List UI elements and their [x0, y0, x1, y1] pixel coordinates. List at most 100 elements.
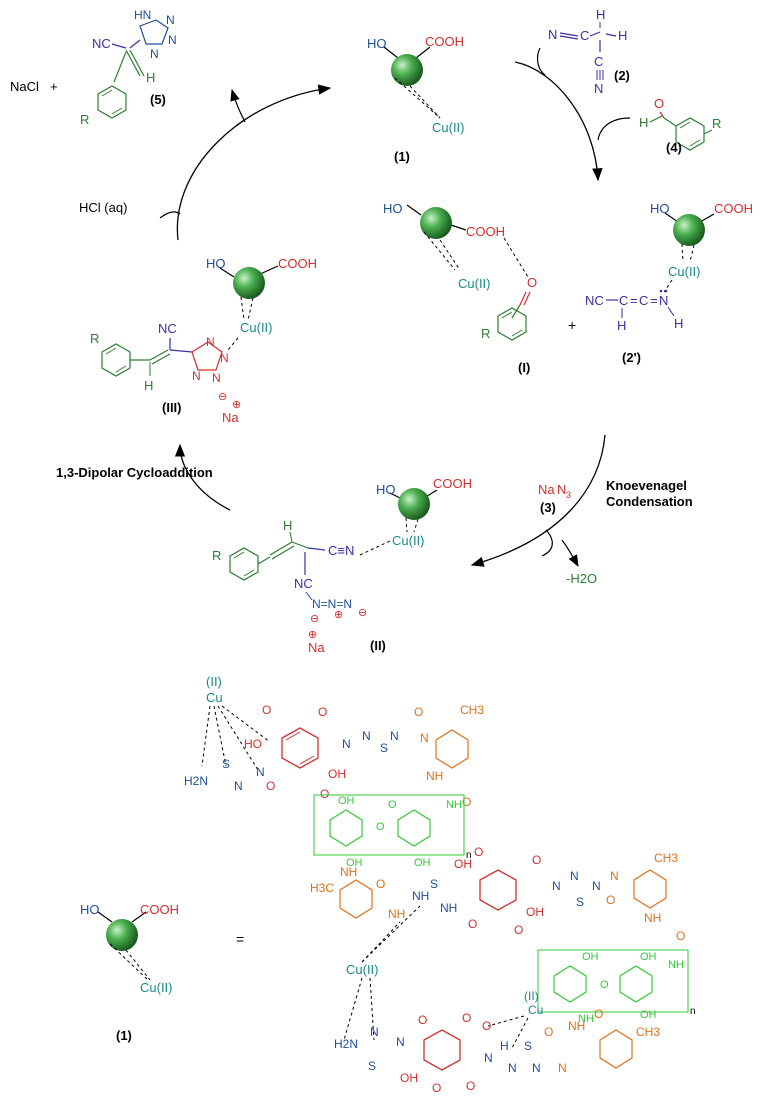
struct-n-8: N — [570, 869, 579, 883]
catalyst-sphere-I — [420, 207, 452, 239]
struct-o-9: O — [532, 853, 541, 867]
struct-n-11: N — [370, 1025, 379, 1039]
struct-s-4: S — [576, 895, 584, 909]
aldehyde-4-label: (4) — [666, 140, 682, 155]
struct-o-7: O — [376, 877, 385, 891]
arrow-to-catalyst — [176, 84, 332, 241]
intII-h: H — [283, 518, 292, 533]
struct-chit-oh-6: OH — [640, 1009, 657, 1021]
azide-na: Na — [538, 482, 555, 497]
intI-r: R — [481, 326, 490, 341]
struct-h-1: H — [500, 1039, 509, 1053]
azide-subscript: 3 — [566, 490, 571, 500]
intI-o: O — [527, 275, 537, 290]
intII-ho: HO — [376, 482, 396, 497]
plus-sign-intermediates: + — [568, 317, 576, 333]
struct-o-11: O — [514, 923, 523, 937]
struct-o-6: O — [462, 795, 471, 809]
arrow-cycloaddition — [174, 443, 231, 511]
int2p-cooh: COOH — [714, 201, 753, 216]
struct-o-1: O — [262, 703, 271, 717]
product-r: R — [80, 112, 89, 127]
struct-n-4: N — [234, 779, 243, 793]
intermediate-III: HO COOH Cu(II) R H NC N N N N ⊖ ⊕ Na (II… — [90, 256, 317, 425]
int2p-eq1: = — [630, 293, 638, 308]
struct-h3c-1: H3C — [310, 881, 334, 895]
aldehyde-h: H — [639, 115, 648, 130]
intIII-na: Na — [222, 410, 239, 425]
struct-oh-3: OH — [526, 905, 544, 919]
struct-chit-o-2: O — [376, 821, 385, 833]
aldehyde-r: R — [712, 116, 721, 131]
intermediate-II: HO COOH Cu(II) C≡N H R NC N=N=N ⊖ ⊕ ⊖ ⊕ … — [212, 476, 472, 655]
struct-h2n-1: H2N — [184, 774, 208, 788]
int2p-h-right: H — [674, 316, 683, 331]
struct-n-12: N — [396, 1035, 405, 1049]
product-plus: + — [50, 79, 58, 94]
intIII-nc: NC — [158, 321, 177, 336]
catalyst-sphere-III — [233, 267, 265, 299]
malononitrile-2: N C H H C N (2) — [548, 7, 630, 96]
intII-cn-bond: C≡N — [328, 543, 354, 558]
struct-s-5: S — [368, 1059, 376, 1073]
malononitrile-c-bottom: C — [594, 54, 603, 69]
catalyst-sphere-II — [398, 488, 430, 520]
intI-cooh: COOH — [466, 224, 505, 239]
struct-o-12: O — [606, 893, 615, 907]
malononitrile-h-top: H — [596, 7, 605, 22]
arrow-water-out — [561, 539, 579, 568]
struct-chit-oh-3: OH — [414, 857, 431, 869]
intIII-n-3: N — [192, 369, 201, 383]
intII-minus-1: ⊖ — [310, 613, 319, 625]
catalyst-cooh-label: COOH — [425, 34, 464, 49]
intermediate-2prime: HO COOH Cu(II) NC C = C = N H H (2') — [585, 201, 753, 365]
equals-sign: = — [236, 931, 244, 947]
product-hn: HN — [134, 8, 151, 22]
int2p-h-left: H — [617, 318, 626, 333]
intI-cu: Cu(II) — [458, 276, 491, 291]
legend-cooh: COOH — [140, 902, 179, 917]
struct-n-7: N — [552, 879, 561, 893]
struct-o-17: O — [432, 1081, 441, 1095]
struct-cu-ii-middle: Cu(II) — [346, 962, 379, 977]
product-h: H — [146, 70, 155, 85]
struct-nh-1: NH — [426, 769, 443, 783]
catalytic-cycle-arrows — [159, 47, 631, 568]
struct-oh-2: OH — [454, 857, 472, 871]
struct-s-1: S — [380, 741, 388, 755]
struct-cu-upper: Cu — [206, 690, 223, 705]
intI-ho: HO — [383, 201, 403, 216]
struct-o-18: O — [466, 1079, 475, 1093]
struct-nh-3: NH — [388, 907, 405, 921]
intIII-plus: ⊕ — [232, 399, 241, 411]
azide-n: N — [557, 482, 566, 497]
int2p-c1: C — [619, 293, 628, 308]
intermediate-II-label: (II) — [370, 638, 386, 653]
knoevenagel-label-line1: Knoevenagel — [606, 478, 687, 493]
struct-chitosan-box-upper — [313, 794, 465, 856]
legend-cu: Cu(II) — [140, 980, 173, 995]
struct-n-sub-2: n — [690, 1006, 696, 1017]
intIII-minus: ⊖ — [218, 391, 227, 403]
struct-n-1: N — [342, 737, 351, 751]
product-n-1: N — [166, 13, 175, 27]
product-n-2: N — [168, 33, 177, 47]
struct-chitosan-box-lower — [537, 949, 689, 1013]
malononitrile-h-right: H — [618, 28, 627, 43]
struct-nh-6: NH — [644, 911, 661, 925]
struct-n-5: N — [256, 765, 265, 779]
intIII-n-1: N — [206, 335, 215, 349]
struct-cu-ii-small: (II) — [524, 989, 539, 1003]
malononitrile-c-top: C — [580, 28, 589, 43]
catalyst-structure-detail: (II) Cu O HO O O OH O N N S N H2N S N N … — [80, 674, 696, 1095]
struct-o-14: O — [418, 1013, 427, 1027]
struct-oh-4: OH — [400, 1071, 418, 1085]
struct-n-14: N — [508, 1061, 517, 1075]
struct-n-sub-1: n — [466, 850, 472, 861]
intII-na: Na — [308, 640, 325, 655]
intIII-h: H — [144, 378, 153, 393]
struct-n-3: N — [390, 729, 399, 743]
product-5: NaCl + HN N N N NC H R (5) — [10, 8, 177, 127]
struct-oh-1: OH — [328, 767, 346, 781]
